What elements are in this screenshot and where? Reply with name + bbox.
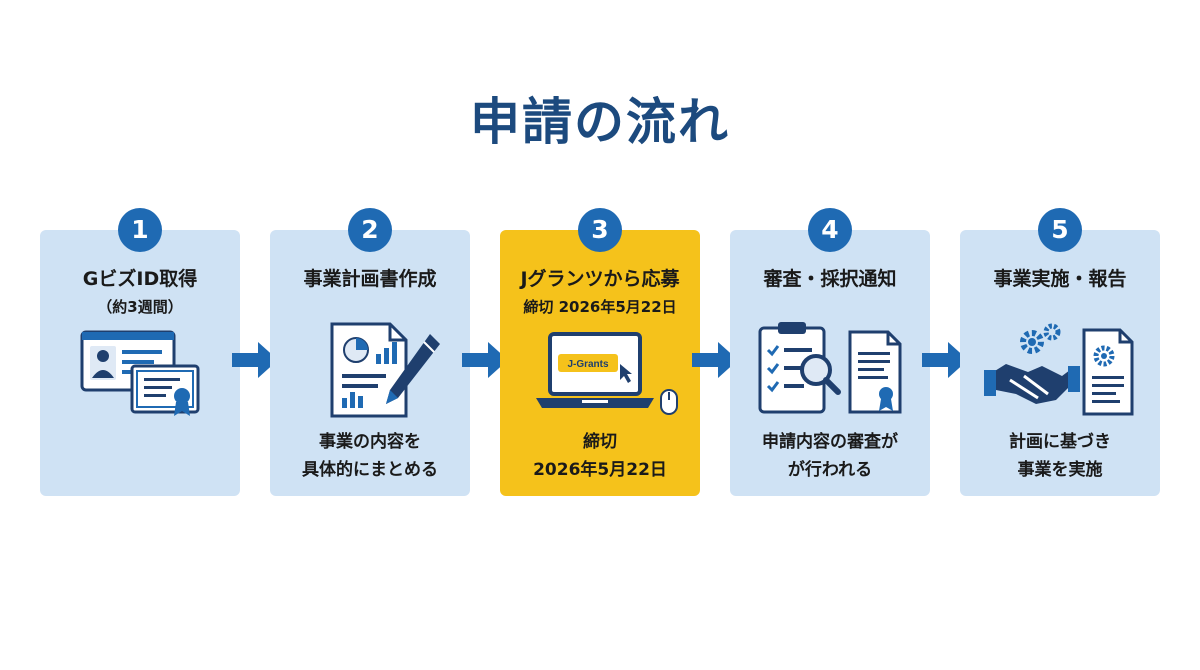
step-card-3: 3 Jグランツから応募 締切 2026年5月22日 J-Grants 締切 20… <box>500 208 700 496</box>
arrow-right-icon <box>692 342 738 378</box>
step-subtitle: （約3週間） <box>97 298 183 316</box>
step-number-badge: 2 <box>348 208 392 252</box>
id-card-certificate-icon <box>80 330 200 416</box>
step-title: 事業実施・報告 <box>993 268 1127 290</box>
arrow-right-icon <box>232 342 278 378</box>
page-title: 申請の流れ <box>470 93 730 151</box>
handshake-gears-report-icon <box>984 323 1134 416</box>
step-card-1: 1 GビズID取得 （約3週間） <box>40 208 240 496</box>
step-description: 申請内容の審査が が行われる <box>762 432 898 480</box>
step-title: GビズID取得 <box>82 268 198 290</box>
step-description: 事業の内容を 具体的にまとめる <box>302 432 438 480</box>
arrow-right-icon <box>462 342 508 378</box>
step-number-badge: 3 <box>578 208 622 252</box>
step-title: 事業計画書作成 <box>303 268 437 290</box>
step-title: 審査・採択通知 <box>763 268 897 290</box>
document-chart-pen-icon <box>330 322 440 418</box>
step-description: 締切 2026年5月22日 <box>533 432 667 480</box>
step-title: Jグランツから応募 <box>520 268 680 290</box>
step-card-4: 4 審査・採択通知 申請内容の審査が が行われる <box>730 208 930 496</box>
laptop-mouse-icon: J-Grants <box>536 332 678 415</box>
step-number-badge: 4 <box>808 208 852 252</box>
jgrants-label: J-Grants <box>567 359 609 370</box>
step-number-badge: 1 <box>118 208 162 252</box>
step-card-2: 2 事業計画書作成 事業の内容を 具体的にまとめる <box>270 208 470 496</box>
step-description: 計画に基づき 事業を実施 <box>1009 432 1111 480</box>
step-number-badge: 5 <box>1038 208 1082 252</box>
arrow-right-icon <box>922 342 968 378</box>
step-card-5: 5 事業実施・報告 計画に基づき 事業を実施 <box>960 208 1160 496</box>
step-subtitle: 締切 2026年5月22日 <box>523 298 677 316</box>
clipboard-search-certificate-icon <box>758 322 902 414</box>
